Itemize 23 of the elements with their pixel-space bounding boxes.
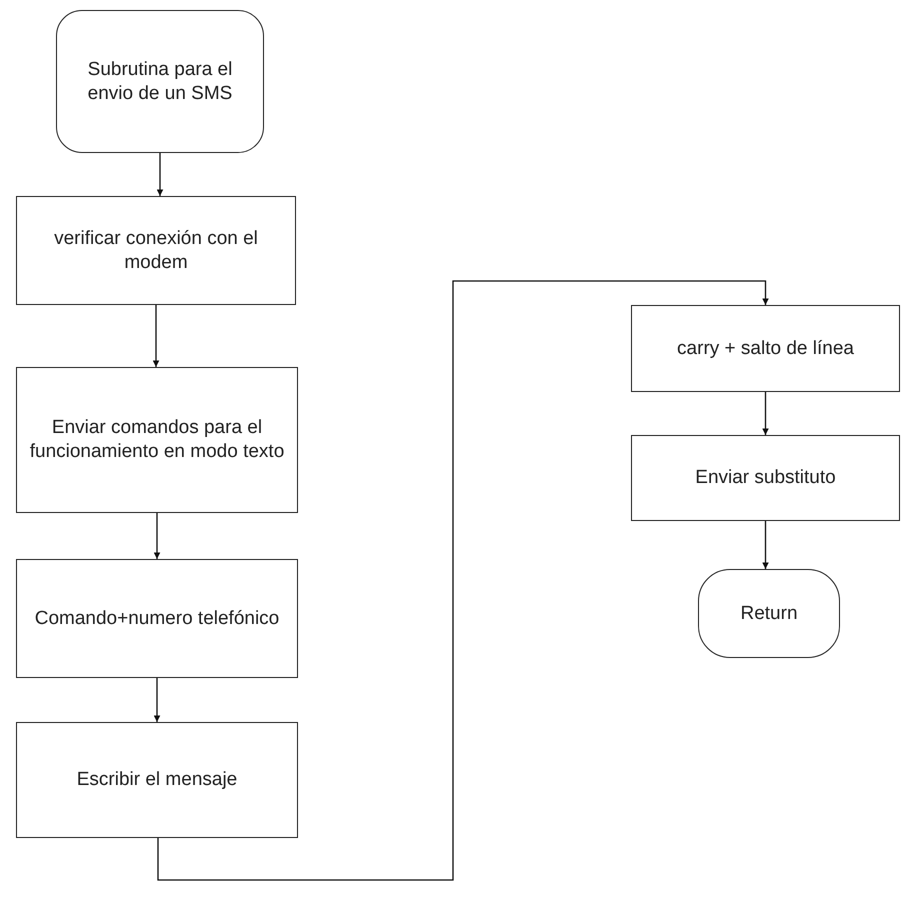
process-box <box>631 305 900 392</box>
process-box <box>16 722 298 838</box>
node-text: Enviar comandos para el funcionamiento en modo texto <box>28 416 286 464</box>
end-terminal <box>698 569 840 658</box>
arrow <box>156 153 164 196</box>
node-text: carry + salto de línea <box>676 336 855 360</box>
arrow <box>762 521 769 569</box>
process-box <box>631 435 900 521</box>
node-text: Subrutina para el envio de un SMS <box>86 58 234 106</box>
process-box <box>16 367 298 513</box>
node-text: Enviar substituto <box>694 466 837 490</box>
start-terminal <box>56 10 264 153</box>
node-text: verificar conexión con el modem <box>53 226 259 274</box>
arrow <box>154 513 160 559</box>
node-text: Escribir el mensaje <box>76 768 238 792</box>
arrow <box>157 280 769 881</box>
arrow <box>154 678 160 722</box>
process-box <box>16 196 296 305</box>
process-box <box>16 559 298 678</box>
node-text: Return <box>739 602 799 626</box>
node-text: Comando+numero telefónico <box>34 606 280 630</box>
arrow <box>762 392 769 435</box>
arrow <box>152 305 160 367</box>
